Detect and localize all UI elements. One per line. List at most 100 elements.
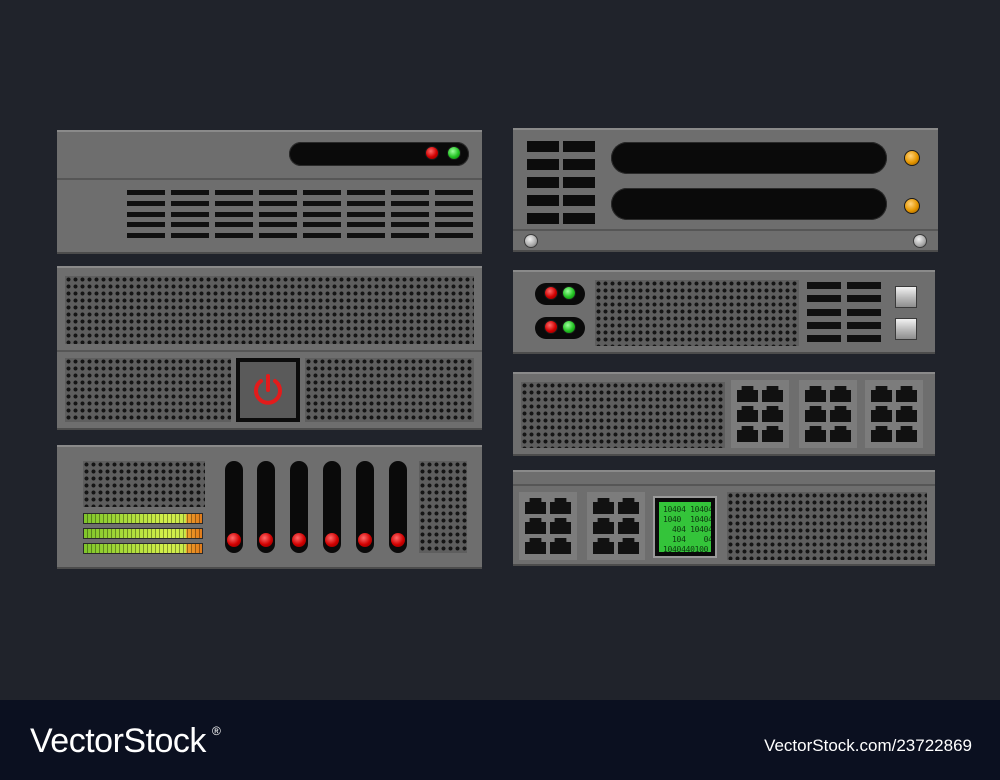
ethernet-port-icon[interactable] (805, 426, 826, 442)
mesh-grille (595, 280, 799, 346)
ethernet-port-icon[interactable] (830, 426, 851, 442)
led-red-icon (544, 320, 558, 334)
fader-slider[interactable] (290, 461, 308, 553)
ethernet-port-block (799, 380, 857, 448)
server-unit-mixer (57, 445, 482, 569)
stock-id-text: VectorStock.com/23722869 (764, 736, 972, 755)
fader-slider[interactable] (323, 461, 341, 553)
ethernet-port-icon[interactable] (762, 386, 783, 402)
ethernet-port-icon[interactable] (830, 406, 851, 422)
power-icon (254, 374, 282, 405)
fader-slider[interactable] (356, 461, 374, 553)
server-unit-drives (513, 128, 938, 252)
vent-column (435, 190, 473, 238)
led-amber-icon (904, 198, 920, 214)
panel-divider (57, 178, 482, 180)
ethernet-port-icon[interactable] (525, 538, 546, 554)
ethernet-port-icon[interactable] (896, 386, 917, 402)
fader-slider[interactable] (225, 461, 243, 553)
fader-slider[interactable] (389, 461, 407, 553)
server-unit-power (57, 266, 482, 430)
drive-bay-slot (527, 177, 559, 188)
panel-divider (513, 229, 938, 231)
ethernet-port-icon[interactable] (618, 518, 639, 534)
led-amber-icon (904, 150, 920, 166)
drive-bay-slot (563, 195, 595, 206)
power-button[interactable] (236, 358, 300, 422)
ethernet-port-icon[interactable] (550, 498, 571, 514)
ethernet-port-icon[interactable] (871, 386, 892, 402)
screw-icon (913, 234, 927, 248)
mesh-grille-top (65, 276, 474, 344)
mesh-grille-small (83, 461, 205, 507)
ethernet-port-icon[interactable] (896, 406, 917, 422)
vent-column (391, 190, 429, 238)
ethernet-port-icon[interactable] (593, 538, 614, 554)
drive-bay-slot (563, 159, 595, 170)
panel-divider (57, 350, 482, 352)
vent-column (807, 282, 841, 342)
mesh-grille-left (65, 358, 231, 422)
ethernet-port-icon[interactable] (805, 406, 826, 422)
server-unit-indicators (513, 270, 935, 354)
ethernet-port-icon[interactable] (525, 518, 546, 534)
led-red-icon (425, 146, 439, 160)
ethernet-port-icon[interactable] (871, 406, 892, 422)
level-meter (83, 543, 203, 554)
ethernet-port-icon[interactable] (805, 386, 826, 402)
ethernet-port-icon[interactable] (550, 518, 571, 534)
led-red-icon (358, 533, 372, 547)
ethernet-port-icon[interactable] (550, 538, 571, 554)
ethernet-port-icon[interactable] (593, 518, 614, 534)
toggle-switch-top[interactable] (895, 286, 917, 308)
mesh-grille (727, 492, 927, 560)
mesh-grille (521, 382, 725, 448)
panel-divider (513, 484, 935, 486)
level-meter (83, 528, 203, 539)
led-red-icon (544, 286, 558, 300)
ethernet-port-icon[interactable] (762, 406, 783, 422)
ethernet-port-icon[interactable] (737, 406, 758, 422)
led-red-icon (259, 533, 273, 547)
mesh-grille-side (419, 461, 467, 553)
ethernet-port-icon[interactable] (618, 498, 639, 514)
ethernet-port-block (731, 380, 789, 448)
vent-column (127, 190, 165, 238)
toggle-switch-bottom[interactable] (895, 318, 917, 340)
drive-bay-slot (527, 195, 559, 206)
led-green-icon (447, 146, 461, 160)
ethernet-port-icon[interactable] (593, 498, 614, 514)
ethernet-port-icon[interactable] (737, 426, 758, 442)
led-red-icon (227, 533, 241, 547)
ethernet-port-block (519, 492, 577, 560)
drive-bay-slot (527, 141, 559, 152)
ethernet-port-icon[interactable] (525, 498, 546, 514)
brand-logo-text: VectorStock (30, 722, 206, 760)
ethernet-port-block (587, 492, 645, 560)
mesh-grille-right (305, 358, 474, 422)
ethernet-port-icon[interactable] (830, 386, 851, 402)
drive-bay-slot (563, 177, 595, 188)
ethernet-port-icon[interactable] (762, 426, 783, 442)
indicator-capsule (535, 283, 585, 305)
led-green-icon (562, 286, 576, 300)
drive-bay-slot (527, 213, 559, 224)
fader-slider[interactable] (257, 461, 275, 553)
ethernet-port-icon[interactable] (871, 426, 892, 442)
ethernet-port-block (865, 380, 923, 448)
ethernet-port-icon[interactable] (618, 538, 639, 554)
vent-column (347, 190, 385, 238)
status-display-slot (289, 142, 469, 166)
vent-column (303, 190, 341, 238)
drive-slot-top (611, 142, 887, 174)
ethernet-port-icon[interactable] (896, 426, 917, 442)
drive-bay-slot (527, 159, 559, 170)
drive-bay-slot (563, 213, 595, 224)
ethernet-port-icon[interactable] (737, 386, 758, 402)
vent-column (171, 190, 209, 238)
led-red-icon (391, 533, 405, 547)
vent-column (847, 282, 881, 342)
level-meter (83, 513, 203, 524)
